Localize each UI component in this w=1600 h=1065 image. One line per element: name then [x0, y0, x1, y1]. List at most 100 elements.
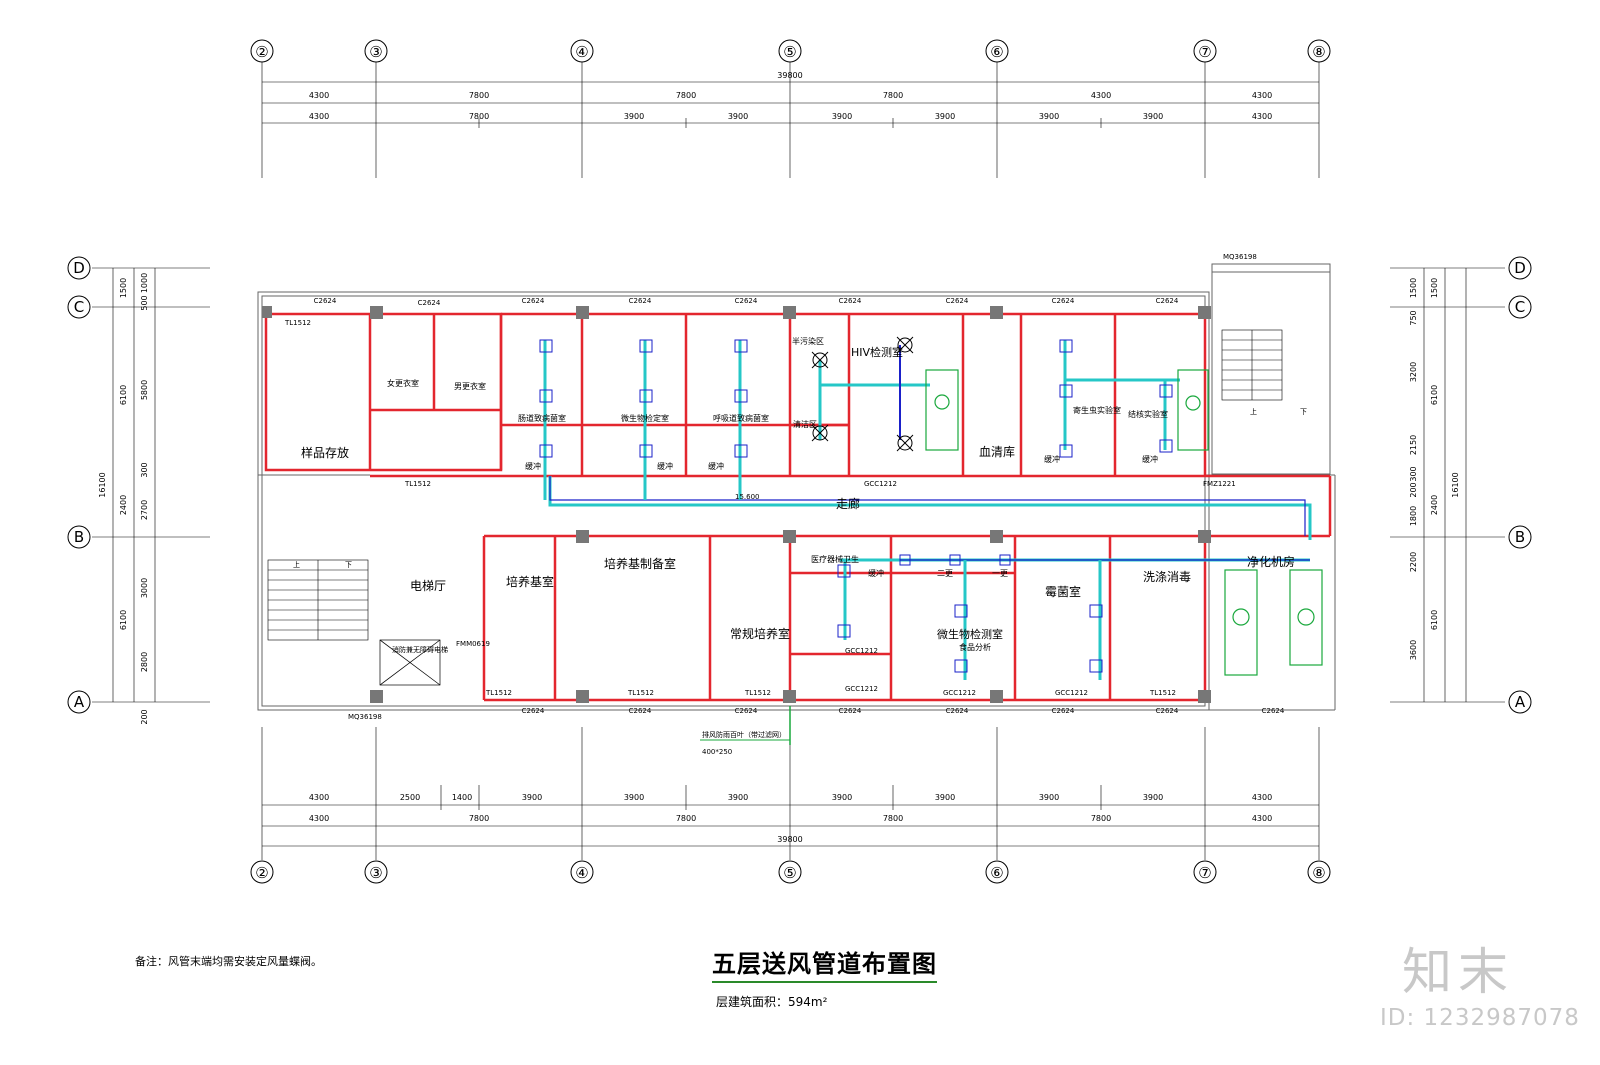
grid-bubbles-top-bottom — [250, 39, 1331, 884]
room-label: 呼吸道致病菌室 — [713, 413, 769, 423]
stair-down-label: 下 — [345, 561, 352, 569]
dim-bottom-r1: 2500 — [400, 793, 420, 802]
window-tag: C2624 — [418, 299, 441, 307]
stair-right — [1221, 329, 1283, 401]
dim-top-total: 39800 — [777, 71, 802, 80]
drawing-title-block: 五层送风管道布置图 — [712, 944, 937, 983]
dim-right-outer: 1500 — [1430, 278, 1439, 298]
room-label: 常规培养室 — [730, 626, 790, 641]
room-label: 缓冲 — [1142, 454, 1158, 464]
grid-axis-top: ② ③ ④ ⑤ ⑥ ⑦ ⑧ — [255, 43, 1326, 178]
dim-top-r2: 3900 — [935, 112, 955, 121]
stair-down-label: 下 — [1300, 408, 1307, 416]
dim-left-inner: 300 — [140, 462, 149, 477]
dim-bottom-r1: 4300 — [309, 793, 329, 802]
room-label: 清洁区 — [793, 419, 817, 429]
structural-columns — [262, 306, 1211, 703]
dim-left-inner: 1000 — [140, 273, 149, 293]
dim-right: 1500 6100 16100 2400 6100 1500 750 3200 … — [1409, 278, 1460, 660]
grid-label-B: B — [74, 528, 84, 546]
grid-label-2-top: ② — [255, 43, 268, 61]
dim-left-total: 16100 — [98, 472, 107, 497]
dim-bottom-r2: 7800 — [676, 814, 696, 823]
door-tag: GCC1212 — [864, 480, 897, 488]
door-tag: FMZ1221 — [1203, 480, 1236, 488]
room-label: 洗涤消毒 — [1143, 570, 1191, 584]
wall-tag: MQ36198 — [1223, 253, 1257, 261]
door-tag: TL1512 — [627, 689, 654, 697]
dim-left: 1500 6100 16100 2400 6100 1000 500 5800 … — [98, 273, 149, 725]
dim-top-r2: 3900 — [1039, 112, 1059, 121]
grid-label-6-top: ⑥ — [990, 43, 1003, 61]
door-tag: TL1512 — [404, 480, 431, 488]
dim-left-inner: 2700 — [140, 500, 149, 520]
dim-bottom-r1: 3900 — [522, 793, 542, 802]
door-tag: TL1512 — [744, 689, 771, 697]
dim-top-r1: 7800 — [883, 91, 903, 100]
room-label: 霉菌室 — [1045, 584, 1081, 599]
air-diffusers — [539, 339, 1173, 673]
room-label: 二更 — [937, 569, 953, 578]
room-label: 缓冲 — [868, 568, 884, 578]
dim-bottom-r1: 3900 — [1143, 793, 1163, 802]
room-label: HIV检测室 — [851, 345, 903, 359]
dim-top-r2: 3900 — [728, 112, 748, 121]
grid-label-4-bottom: ④ — [575, 864, 588, 882]
dim-top-r1: 7800 — [469, 91, 489, 100]
room-label: 一更 — [992, 569, 1008, 578]
room-label: 净化机房 — [1247, 554, 1295, 569]
dim-right-total: 16100 — [1451, 472, 1460, 497]
room-label: 微生物检定室 — [621, 413, 669, 423]
window-tag: C2624 — [1052, 297, 1075, 305]
dim-top-r1: 4300 — [1252, 91, 1272, 100]
grid-label-B-right: B — [1515, 528, 1525, 546]
room-label: 缓冲 — [525, 461, 541, 471]
grid-label-D: D — [73, 259, 85, 277]
dim-top-r2: 7800 — [469, 112, 489, 121]
dim-top-r1: 4300 — [1091, 91, 1111, 100]
grid-label-2-bottom: ② — [255, 864, 268, 882]
room-label: 结核实验室 — [1128, 409, 1168, 419]
room-label: 男更衣室 — [454, 381, 486, 391]
dim-left-inner: 2800 — [140, 652, 149, 672]
room-label: 女更衣室 — [387, 378, 419, 388]
level-label: 15.600 — [735, 493, 760, 501]
dim-bottom-r2: 4300 — [1252, 814, 1272, 823]
dim-left-inner: 3000 — [140, 578, 149, 598]
dim-left-inner: 5800 — [140, 380, 149, 400]
dim-left-outer: 2400 — [119, 495, 128, 515]
dim-left-inner: 200 — [140, 709, 149, 724]
grid-label-D-right: D — [1514, 259, 1526, 277]
dim-top-r1: 7800 — [676, 91, 696, 100]
grid-label-8-top: ⑧ — [1312, 43, 1325, 61]
dim-bottom-r1: 1400 — [452, 793, 472, 802]
window-tag: C2624 — [735, 297, 758, 305]
dim-bottom-r2: 4300 — [309, 814, 329, 823]
grid-label-5-top: ⑤ — [783, 43, 796, 61]
room-label: 食品分析 — [959, 642, 991, 652]
window-tag: C2624 — [629, 297, 652, 305]
grid-bubbles-lr — [67, 256, 1532, 714]
window-tag: C2624 — [839, 707, 862, 715]
window-tag: C2624 — [1262, 707, 1285, 715]
window-tag: C2624 — [839, 297, 862, 305]
room-label: 医疗器械卫生 — [811, 554, 859, 564]
window-tag: C2624 — [946, 707, 969, 715]
window-tag: C2624 — [1052, 707, 1075, 715]
grid-label-A: A — [74, 693, 85, 711]
dimension-top — [262, 81, 1319, 128]
air-handling-units — [925, 369, 1323, 676]
dim-right-inner: 300 — [1409, 466, 1418, 481]
window-tag: C2624 — [629, 707, 652, 715]
window-tag: C2624 — [735, 707, 758, 715]
dim-bottom-r2: 7800 — [469, 814, 489, 823]
wall-tag: MQ36198 — [348, 713, 382, 721]
dim-left-outer: 6100 — [119, 610, 128, 630]
dim-top-r2: 3900 — [624, 112, 644, 121]
door-tag: TL1512 — [1149, 689, 1176, 697]
dim-right-inner: 1800 — [1409, 506, 1418, 526]
room-label: 培养基制备室 — [604, 556, 676, 571]
elevator-label: 消防兼无障碍电梯 — [392, 645, 448, 654]
dim-left-outer: 6100 — [119, 385, 128, 405]
